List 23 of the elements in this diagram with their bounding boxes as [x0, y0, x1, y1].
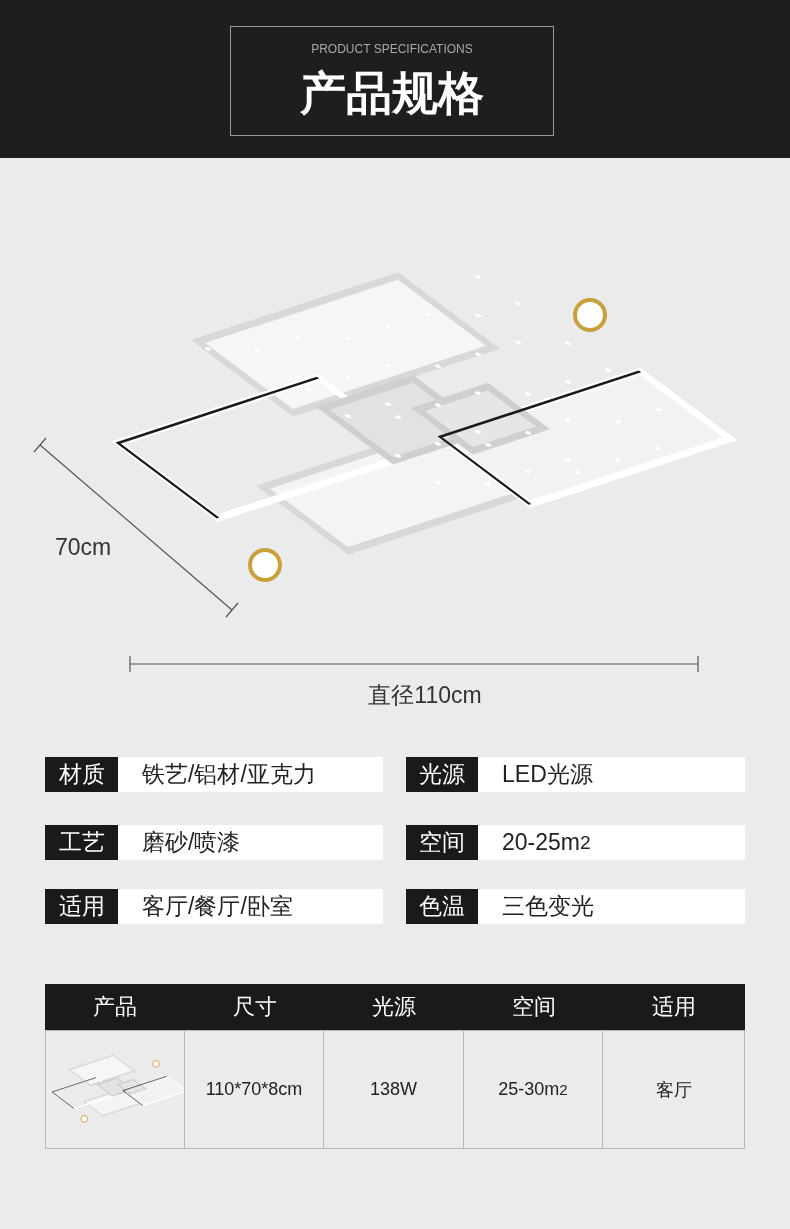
spec-label: 空间	[406, 825, 478, 860]
spec-value: LED光源	[478, 757, 745, 792]
spec-value: 三色变光	[478, 889, 745, 924]
dimension-label: 70cm	[55, 534, 112, 561]
spec-label: 色温	[406, 889, 478, 924]
spec-value: 铁艺/铝材/亚克力	[118, 757, 383, 792]
spec-label: 材质	[45, 757, 118, 792]
table-header-cell: 适用	[603, 984, 745, 1030]
table-header-cell: 光源	[324, 984, 464, 1030]
spec-label: 工艺	[45, 825, 118, 860]
table-cell: 138W	[323, 1030, 464, 1149]
spec-label: 光源	[406, 757, 478, 792]
spec-label: 适用	[45, 889, 118, 924]
spec-value: 磨砂/喷漆	[118, 825, 383, 860]
spec-value: 客厅/餐厅/卧室	[118, 889, 383, 924]
title-text: 产品规格	[299, 66, 485, 121]
table-cell: 110*70*8cm	[184, 1030, 324, 1149]
table-cell: 客厅	[602, 1030, 745, 1149]
subtitle-text: PRODUCT SPECIFICATIONS	[310, 42, 474, 56]
table-header-cell: 产品	[45, 984, 185, 1030]
table-header-cell: 空间	[464, 984, 603, 1030]
table-header-cell: 尺寸	[185, 984, 324, 1030]
dimension-label: 直径110cm	[367, 681, 483, 710]
